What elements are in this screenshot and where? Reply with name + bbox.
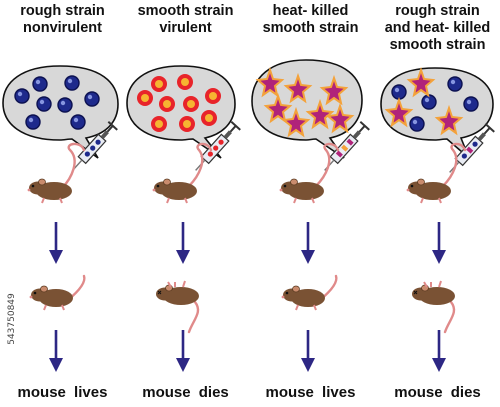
column-title: rough strain nonvirulent — [0, 3, 125, 37]
title-line: rough strain — [20, 3, 105, 19]
down-arrow — [301, 222, 315, 264]
speech-bubble — [2, 65, 119, 159]
syringe-icon — [195, 121, 241, 171]
mouse-alive-icon — [281, 274, 338, 311]
mouse-injected-icon — [406, 142, 467, 204]
title-line: rough strain — [395, 3, 480, 19]
outcome-label: mouse dies — [394, 384, 481, 401]
smooth-strain-cells — [137, 74, 221, 132]
watermark-text: 543750849 — [7, 293, 17, 345]
syringe-icon — [449, 123, 495, 173]
heat-killed-cells — [255, 66, 355, 138]
down-arrow — [301, 330, 315, 372]
title-line: and heat- killed — [384, 20, 491, 36]
column-graphics — [251, 59, 370, 372]
down-arrow — [432, 222, 446, 264]
down-arrow — [49, 330, 63, 372]
column-title: rough strain and heat- killed smooth str… — [375, 3, 500, 54]
column-rough-strain: rough strain nonvirulent — [0, 0, 125, 407]
title-line: smooth strain — [137, 3, 234, 19]
column-rough-plus-heat-killed: rough strain and heat- killed smooth str… — [375, 0, 500, 407]
mouse-dead-icon — [412, 280, 456, 334]
mouse-injected-icon — [152, 142, 213, 204]
outcome-label: mouse lives — [17, 384, 108, 401]
title-line: heat- killed — [272, 3, 349, 19]
down-arrow — [49, 222, 63, 264]
mouse-injected-icon — [27, 142, 86, 204]
speech-bubble — [380, 67, 494, 159]
column-title: heat- killed smooth strain — [248, 3, 373, 37]
title-line: smooth strain — [262, 20, 359, 36]
down-arrow — [176, 330, 190, 372]
down-arrow — [176, 222, 190, 264]
column-title: smooth strain virulent — [123, 3, 248, 37]
title-line: virulent — [159, 20, 212, 36]
column-smooth-strain: smooth strain virulent — [123, 0, 248, 407]
mixed-cells — [384, 66, 479, 136]
column-graphics — [380, 66, 495, 372]
outcome-label: mouse lives — [265, 384, 356, 401]
down-arrow — [432, 330, 446, 372]
mouse-alive-icon — [29, 274, 86, 311]
mouse-injected-icon — [279, 142, 340, 204]
column-heat-killed-smooth: heat- killed smooth strain — [248, 0, 373, 407]
syringe-icon — [72, 121, 118, 171]
title-line: nonvirulent — [23, 20, 102, 36]
rough-strain-cells — [14, 75, 100, 130]
column-graphics — [2, 65, 119, 372]
mouse-dead-icon — [156, 280, 200, 334]
column-graphics — [126, 65, 241, 372]
title-line: smooth strain — [389, 37, 486, 53]
watermark: 543750849 — [4, 250, 17, 390]
outcome-label: mouse dies — [142, 384, 229, 401]
